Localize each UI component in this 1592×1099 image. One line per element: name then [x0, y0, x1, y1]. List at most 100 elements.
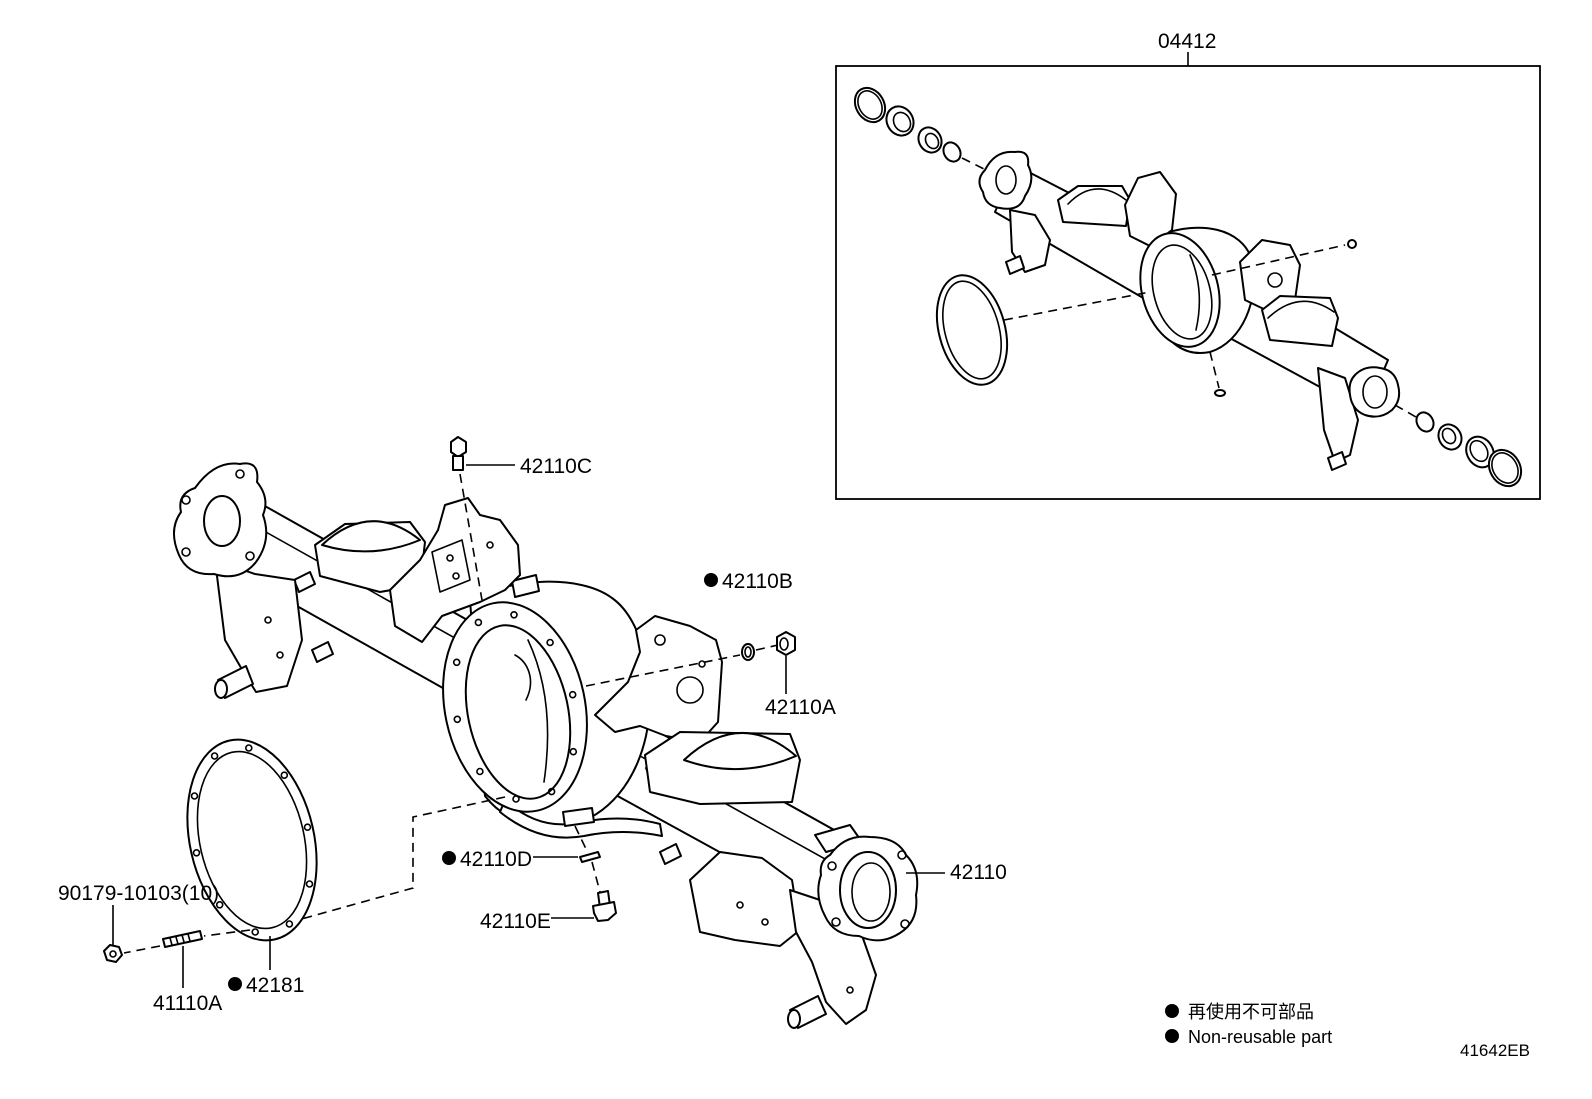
inset-left-flange-opening: [995, 165, 1017, 195]
callout-stud-bolt[interactable]: 41110A: [153, 992, 222, 1015]
bolt-hole: [474, 618, 483, 627]
gasket-hole: [192, 848, 201, 857]
gasket-hole: [251, 928, 259, 936]
gasket-hole: [285, 920, 294, 928]
breather-plug-dash: [459, 473, 483, 601]
bolt-hole: [181, 547, 191, 557]
right-stud-lower: [659, 843, 682, 865]
left-axle-stub-end: [214, 679, 228, 699]
filler-plug-set: [585, 631, 796, 687]
legend: 再使用不可部品 Non-reusable part: [1165, 1002, 1332, 1047]
inset-left-flange: [978, 150, 1033, 210]
bolt-hole: [698, 660, 706, 668]
inset-ring-dash-right: [1394, 404, 1417, 418]
inset-gasket-dash: [1003, 291, 1151, 321]
bolt-hole: [510, 610, 518, 619]
banjo-interior-detail: [514, 654, 532, 701]
cover-gasket-outer: [186, 738, 318, 942]
cover-nut: [103, 944, 123, 963]
left-lower-bracket: [214, 559, 303, 693]
right-flange-bore: [851, 862, 891, 922]
gasket-hole: [245, 744, 253, 752]
legend-text-chinese: 再使用不可部品: [1188, 1002, 1314, 1022]
callout-filler-washer[interactable]: 42110B: [722, 570, 793, 593]
inset-bearing-left-inner: [924, 132, 940, 150]
bolt-hole: [452, 658, 461, 667]
drain-boss: [562, 807, 595, 827]
callout-cover-gasket[interactable]: 42181: [246, 974, 304, 997]
bolt-hole: [245, 551, 255, 561]
inset-banjo-interior: [1189, 254, 1201, 331]
top-tab: [511, 574, 540, 598]
left-stud-lower: [311, 641, 334, 663]
drain-plug-set: [574, 825, 617, 922]
bolt-hole: [546, 638, 554, 647]
right-flange-opening: [839, 851, 897, 929]
inset-right-bracket-hole: [1267, 272, 1283, 288]
right-upper-bracket: [594, 615, 723, 743]
stud-dash: [123, 929, 251, 954]
left-bracket-slot: [431, 539, 471, 593]
drain-dash: [574, 825, 601, 893]
inset-left-spring-pad: [1057, 185, 1131, 227]
inset-drain-dash: [1209, 351, 1220, 389]
bolt-hole: [476, 767, 484, 776]
stud-threads: [169, 933, 191, 946]
inset-plug-dash: [1211, 244, 1346, 276]
inset-right-spring-pad: [1261, 295, 1339, 347]
cover-gasket-inner: [196, 750, 308, 930]
gasket-hole: [280, 771, 289, 780]
drawing-id: 41642EB: [1460, 1041, 1530, 1060]
inset-oil-seal-right-inner: [1469, 439, 1489, 463]
cover-nut-hole: [109, 950, 117, 958]
legend-text-english: Non-reusable part: [1188, 1027, 1332, 1047]
inset-cover-gasket-inner: [942, 280, 1002, 380]
breather-plug-body: [452, 455, 464, 471]
callout-drain-gasket[interactable]: 42110D: [460, 848, 532, 871]
inset-ring-dash-left: [961, 157, 991, 173]
inset-oil-seal-left-inner: [892, 111, 912, 133]
inset-oil-seal-left: [885, 105, 915, 137]
kit-part-number[interactable]: 04412: [1158, 30, 1216, 53]
callout-axle-housing[interactable]: 42110: [950, 861, 1007, 884]
bolt-hole: [736, 901, 744, 909]
callout-filler-plug[interactable]: 42110A: [765, 696, 836, 719]
bolt-hole: [654, 634, 666, 646]
left-upper-bracket: [389, 497, 521, 643]
gasket-hole: [210, 752, 219, 760]
inset-retainer-left: [942, 141, 962, 163]
inset-o-ring-right-inner: [1491, 452, 1519, 484]
gasket-hole: [215, 900, 224, 909]
filler-plug-face: [779, 637, 789, 651]
legend-marker: [1165, 1029, 1179, 1043]
inset-bearing-right-inner: [1441, 427, 1457, 445]
bolt-hole: [761, 918, 769, 926]
gasket-hole: [190, 792, 199, 800]
filler-washer-hole: [744, 646, 752, 658]
bolt-hole: [547, 787, 556, 796]
bolt-hole: [453, 715, 462, 724]
inset-right-flange-opening: [1362, 375, 1388, 409]
inset-o-ring-left-inner: [857, 90, 883, 120]
banjo-lower-lip: [499, 799, 663, 839]
bolt-hole: [846, 986, 854, 994]
callout-breather-plug[interactable]: 42110C: [520, 455, 592, 478]
non-reusable-marker: [228, 977, 242, 991]
banjo-opening: [464, 624, 572, 800]
stud-and-nut: [103, 929, 251, 963]
inset-right-dome: [1267, 300, 1335, 319]
drain-gasket: [579, 851, 601, 863]
non-reusable-marker: [442, 851, 456, 865]
bolt-hole: [276, 651, 284, 659]
axle-housing: [173, 462, 919, 1029]
inset-filler-washer: [1347, 239, 1357, 249]
left-stud-upper: [293, 571, 316, 593]
callout-drain-plug[interactable]: 42110E: [480, 910, 551, 933]
bolt-hole: [900, 919, 910, 929]
filler-washer: [741, 643, 755, 661]
inset-left-stub: [1005, 255, 1025, 275]
left-flange-opening: [203, 495, 241, 547]
callout-cover-nut[interactable]: 90179-10103(10): [58, 882, 219, 905]
legend-marker: [1165, 1004, 1179, 1018]
